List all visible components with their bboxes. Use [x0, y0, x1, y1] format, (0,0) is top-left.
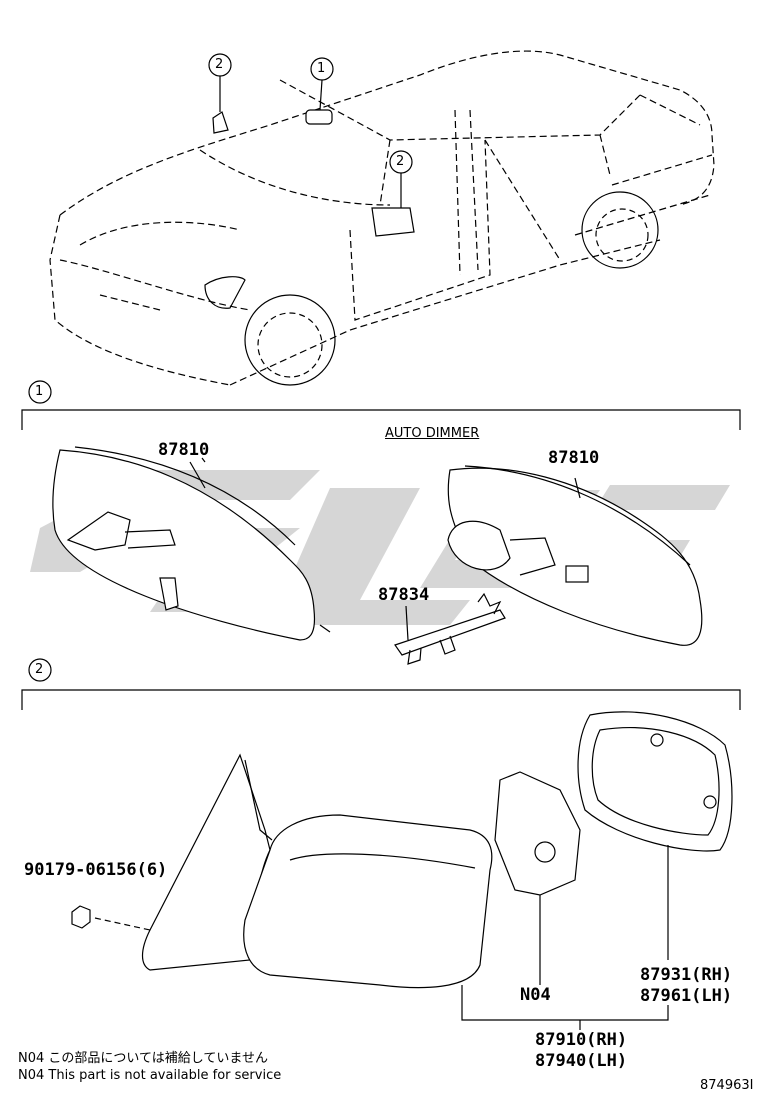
- section1-circle: [28, 380, 52, 404]
- callout-circle-2b: [389, 150, 413, 174]
- callout-leader-1: [319, 79, 323, 111]
- callout-1-text: 1: [317, 61, 326, 76]
- part-87834: 87834: [378, 585, 430, 605]
- part-87910-rh: 87910(RH): [535, 1030, 628, 1050]
- front-wheel-arch: [244, 294, 336, 386]
- callout-2b-text: 2: [396, 154, 405, 169]
- section2-bracket: [21, 689, 741, 710]
- note-japanese: N04 この部品については補給していません: [18, 1051, 268, 1066]
- car-outline: [49, 50, 715, 386]
- part-87940-lh: 87940(LH): [535, 1051, 628, 1071]
- note-english: N04 This part is not available for servi…: [18, 1068, 282, 1083]
- leader-87810-left: [201, 457, 206, 463]
- callout-2a-text: 2: [215, 57, 224, 72]
- mirror-glass: [577, 711, 733, 960]
- callout-circle-2a: [208, 53, 232, 77]
- outer-mirror-housing: [243, 814, 493, 989]
- diagram-id: 874963I: [700, 1078, 754, 1093]
- section1-number: 1: [35, 384, 44, 399]
- auto-dimmer-label: AUTO DIMMER: [385, 426, 480, 441]
- section2-circle: [28, 658, 52, 682]
- car-outer-mirror-left: [212, 111, 229, 134]
- headlight: [204, 276, 246, 309]
- car-inner-mirror: [305, 109, 333, 125]
- car-outer-mirror: [371, 207, 415, 237]
- part-87810-left: 87810: [158, 440, 210, 460]
- section2-number: 2: [35, 662, 44, 677]
- inner-mirror-right: [447, 465, 703, 646]
- bracket-87834: [394, 592, 506, 665]
- part-87931-rh: 87931(RH): [640, 965, 733, 985]
- bolt-90179: [71, 905, 151, 931]
- section1-bracket: [21, 409, 741, 430]
- part-87961-lh: 87961(LH): [640, 986, 733, 1006]
- inner-mirror-left: [52, 446, 331, 641]
- mirror-motor-n04: [494, 771, 581, 985]
- assembly-bracket: [461, 985, 669, 1021]
- front-wheel: [257, 312, 323, 378]
- callout-circle-1: [310, 57, 334, 81]
- part-87810-right: 87810: [548, 448, 600, 468]
- part-90179-bolt: 90179-06156(6): [24, 860, 168, 880]
- rear-wheel-arch: [581, 191, 659, 269]
- rear-wheel: [595, 208, 649, 262]
- part-n04: N04: [520, 985, 551, 1005]
